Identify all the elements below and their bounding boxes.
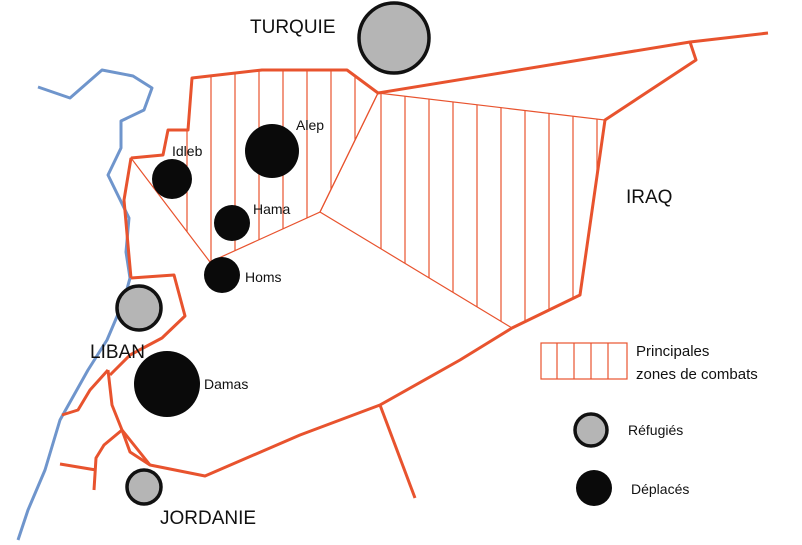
combat-zone-east — [319, 92, 606, 329]
north-border — [130, 31, 769, 160]
displaced-idleb-marker — [152, 159, 192, 199]
label-turquie: TURQUIE — [250, 17, 336, 38]
refugees-liban-marker — [115, 284, 163, 332]
displaced-homs-marker — [204, 257, 240, 293]
southwest-border — [61, 368, 110, 417]
label-iraq: IRAQ — [626, 187, 672, 208]
legend-refugees-label: Réfugiés — [628, 422, 683, 438]
legend-combat-label-2: zones de combats — [636, 366, 758, 383]
legend-displaced-label: Déplacés — [631, 481, 689, 497]
combat-zones-hatch — [129, 69, 606, 329]
coast-border — [122, 157, 133, 279]
label-damas: Damas — [204, 376, 248, 392]
displaced-hama-marker — [214, 205, 250, 241]
displaced-damas-marker — [134, 351, 200, 417]
legend-combat-hatch — [556, 343, 609, 379]
label-idleb: Idleb — [172, 143, 203, 159]
iraq-border — [106, 41, 698, 478]
label-hama: Hama — [253, 201, 291, 217]
lebanon-border — [108, 273, 187, 377]
jordan-border — [59, 428, 152, 491]
label-jordanie: JORDANIE — [160, 508, 256, 529]
borders — [59, 31, 769, 499]
southeast-border — [378, 404, 417, 499]
refugees-turquie-marker — [357, 1, 431, 75]
legend: Principales zones de combats Réfugiés Dé… — [540, 342, 758, 506]
legend-combat-label-1: Principales — [636, 343, 709, 360]
legend-displaced-marker — [576, 470, 612, 506]
refugees-jordanie-marker — [125, 468, 163, 506]
river — [16, 68, 154, 541]
legend-combat-swatch — [540, 342, 628, 380]
label-liban: LIBAN — [90, 342, 145, 363]
label-alep: Alep — [296, 117, 324, 133]
legend-refugees-marker — [573, 412, 609, 448]
label-homs: Homs — [245, 269, 282, 285]
displaced-alep-marker — [245, 124, 299, 178]
